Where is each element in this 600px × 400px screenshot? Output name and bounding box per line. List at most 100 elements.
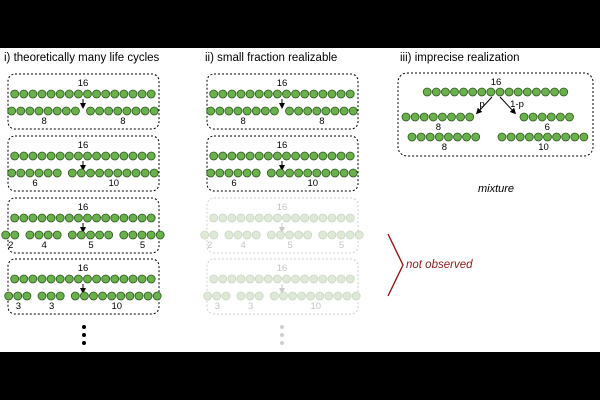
parent-size-label: 16 (277, 263, 288, 274)
cell (55, 89, 65, 99)
cell (7, 168, 17, 178)
cell (251, 168, 261, 178)
cell (143, 291, 153, 301)
cell (46, 291, 56, 301)
cell (570, 132, 580, 142)
cell (291, 274, 301, 284)
cell (327, 213, 337, 223)
cell (233, 168, 243, 178)
offspring-size-label: 3 (16, 301, 21, 312)
offspring-size-label: 6 (545, 122, 550, 133)
cell (327, 230, 337, 240)
cell (263, 274, 273, 284)
cell (119, 213, 129, 223)
cell (263, 89, 273, 99)
cell (236, 213, 246, 223)
cell (309, 274, 319, 284)
cell (275, 230, 285, 240)
cell (149, 168, 159, 178)
parent-size-label: 16 (78, 140, 89, 151)
cell (348, 106, 358, 116)
cell (336, 274, 346, 284)
cell (71, 106, 80, 116)
cell (43, 230, 53, 240)
cell (282, 274, 291, 284)
imprecise-frame (397, 72, 594, 157)
ellipsis-dot (280, 325, 284, 329)
cell (215, 168, 225, 178)
cell (22, 291, 32, 301)
cell (224, 168, 234, 178)
cell (354, 230, 364, 240)
cell (291, 89, 301, 99)
cell (309, 89, 319, 99)
cell (95, 168, 104, 178)
cell (37, 89, 47, 99)
parent-size-label: 16 (78, 263, 89, 274)
cell (345, 151, 355, 161)
cell (254, 151, 264, 161)
cell (272, 151, 282, 161)
cell (218, 151, 228, 161)
cell (70, 291, 80, 301)
cell (336, 151, 346, 161)
cell (34, 106, 44, 116)
cell (128, 274, 138, 284)
cell (55, 151, 65, 161)
cell (515, 132, 525, 142)
cell (1, 230, 11, 240)
cell (218, 213, 228, 223)
cell (119, 89, 129, 99)
cell (203, 291, 213, 301)
cell (28, 89, 38, 99)
cell (345, 274, 355, 284)
cell (64, 89, 74, 99)
cell (465, 112, 475, 122)
cell (46, 213, 56, 223)
cell (209, 274, 219, 284)
offspring-size-label: 10 (109, 178, 120, 189)
cell (431, 87, 441, 97)
cell (327, 274, 337, 284)
cell (146, 89, 156, 99)
cell (95, 106, 104, 116)
cell (146, 213, 156, 223)
life-cycle-frame (206, 197, 359, 254)
cell (67, 230, 77, 240)
parent-size-label: 16 (78, 78, 89, 89)
offspring-size-label: 5 (88, 240, 93, 251)
cell (10, 213, 20, 223)
cell (468, 87, 478, 97)
cell (443, 132, 453, 142)
cell (285, 230, 294, 240)
cell (89, 291, 98, 301)
cell (146, 151, 156, 161)
cell (534, 132, 543, 142)
cell (318, 230, 328, 240)
cell (425, 132, 435, 142)
cell (221, 291, 231, 301)
cell (254, 213, 264, 223)
cell (471, 132, 481, 142)
cell (453, 132, 462, 142)
cell (74, 213, 83, 223)
cell (64, 213, 74, 223)
cell (74, 89, 83, 99)
cell (303, 106, 313, 116)
offspring-size-label: 8 (41, 116, 46, 127)
cell (309, 213, 319, 223)
cell (206, 106, 216, 116)
cell (440, 87, 450, 97)
cell (543, 132, 552, 142)
cell (25, 168, 35, 178)
branch-arrow-left (475, 96, 493, 115)
cell (245, 291, 255, 301)
cell (410, 112, 420, 122)
cell (101, 89, 111, 99)
cell (300, 89, 310, 99)
offspring-size-label: 3 (215, 301, 220, 312)
cell (401, 112, 411, 122)
parent-size-label: 16 (277, 78, 288, 89)
cell (315, 291, 325, 301)
